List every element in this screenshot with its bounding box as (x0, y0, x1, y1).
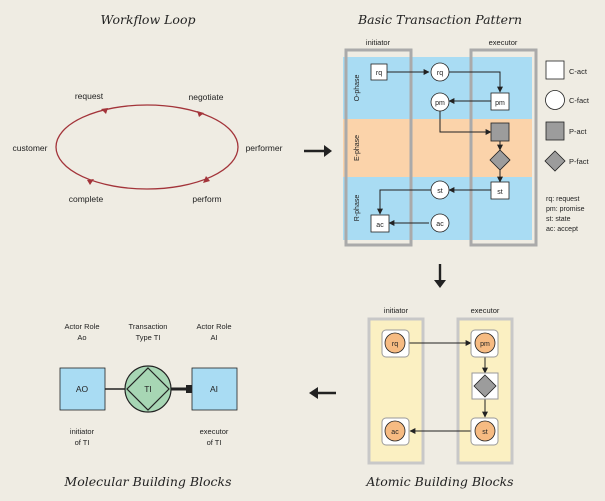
transaction-type-line2: Type TI (136, 333, 161, 342)
svg-text:pm: pm (495, 100, 505, 107)
molecular-panel: Actor Role Ao Transaction Type TI Actor … (59, 322, 238, 489)
atomic-rq-node (384, 332, 406, 354)
svg-text:rq: rq (392, 341, 398, 348)
flow-arrows (304, 145, 446, 399)
atomic-st-node (474, 420, 496, 442)
svg-text:ac: ac (391, 429, 399, 436)
atomic-ac-node (384, 420, 406, 442)
label-complete: complete (69, 194, 104, 204)
basic-pm-act (490, 92, 510, 111)
basic-production-act (490, 122, 510, 142)
svg-text:pm: pm (480, 341, 490, 348)
o-phase-label: O-phase (354, 74, 361, 101)
loop-arrow-request (101, 108, 108, 114)
svg-text:st: st (437, 188, 443, 195)
basic-initiator-label: initiator (366, 38, 391, 47)
actor-role-ai-box (191, 367, 238, 411)
atomic-production-node (473, 374, 497, 398)
initiator-of-ti-line1: initiator (70, 427, 95, 436)
legend-p-fact-symbol (544, 150, 566, 172)
transaction-type-line1: Transaction (129, 322, 168, 331)
e-phase-label: E-phase (354, 135, 361, 161)
legend-c-act: C-act (569, 67, 588, 76)
basic-st-fact (430, 180, 450, 200)
legend-p-fact: P-fact (569, 157, 590, 166)
legend-c-fact-symbol (545, 90, 565, 110)
r-phase-label: R-phase (354, 195, 361, 222)
basic-initiator-box (344, 48, 413, 247)
svg-text:ac: ac (436, 221, 444, 228)
label-perform: perform (192, 194, 221, 204)
legend-c-fact: C-fact (569, 96, 590, 105)
actor-role-ao-line1: Actor Role (64, 322, 99, 331)
basic-transaction-panel: Basic Transaction Pattern initiator exec… (343, 12, 538, 247)
actor-role-ao-box (59, 367, 106, 411)
actor-role-ai-line2: AI (210, 333, 217, 342)
basic-executor-box (469, 48, 538, 247)
label-request: request (75, 91, 104, 101)
atomic-building-blocks-title: Atomic Building Blocks (365, 474, 513, 489)
legend: C-act C-fact P-act P-fact rq: request pm… (544, 60, 590, 233)
basic-st-act (490, 181, 510, 200)
transaction-type-diamond (126, 367, 170, 411)
loop-arrow-complete (87, 179, 94, 185)
workflow-loop-ellipse (55, 104, 239, 190)
legend-abbrev-pm: pm: promise (546, 206, 585, 213)
actor-role-ao-line2: Ao (77, 333, 86, 342)
workflow-loop-title: Workflow Loop (101, 12, 196, 27)
label-negotiate: negotiate (189, 92, 224, 102)
basic-ac-fact (430, 213, 450, 233)
basic-transaction-title: Basic Transaction Pattern (357, 12, 522, 27)
svg-text:ac: ac (376, 222, 384, 229)
legend-p-act: P-act (569, 127, 587, 136)
basic-production-fact (489, 149, 511, 171)
svg-text:pm: pm (435, 100, 445, 107)
basic-executor-label: executor (489, 38, 518, 47)
loop-arrow-perform (203, 176, 210, 183)
svg-text:rq: rq (437, 70, 443, 77)
legend-abbrev-rq: rq: request (546, 196, 580, 203)
legend-abbrev-st: st: state (546, 216, 571, 223)
actor-role-ai-line1: Actor Role (196, 322, 231, 331)
basic-rq-act (370, 63, 388, 81)
atomic-panel: initiator executor rq pm st ac Atomic Bu… (365, 306, 513, 489)
basic-ac-act (370, 214, 390, 233)
transaction-type-text: TI (144, 384, 152, 394)
atomic-initiator-label: initiator (384, 306, 409, 315)
label-customer: customer (13, 143, 48, 153)
basic-rq-fact (430, 62, 450, 82)
molecular-building-blocks-title: Molecular Building Blocks (63, 474, 231, 489)
initiator-of-ti-line2: of TI (75, 438, 90, 447)
svg-text:rq: rq (376, 70, 382, 77)
atomic-pm-node (474, 332, 496, 354)
workflow-loop-panel: Workflow Loop request negotiate customer… (13, 12, 283, 204)
loop-arrow-negotiate (197, 111, 204, 117)
executor-of-ti-line1: executor (200, 427, 229, 436)
legend-abbrev-ac: ac: accept (546, 226, 578, 233)
label-performer: performer (246, 143, 283, 153)
actor-role-ai-text: AI (210, 384, 218, 394)
legend-c-act-symbol (545, 60, 565, 80)
basic-pm-fact (430, 92, 450, 112)
svg-text:st: st (497, 189, 503, 196)
atomic-executor-label: executor (471, 306, 500, 315)
legend-p-act-symbol (545, 121, 565, 141)
svg-text:st: st (482, 429, 488, 436)
actor-role-ao-text: AO (76, 384, 89, 394)
executor-of-ti-line2: of TI (207, 438, 222, 447)
